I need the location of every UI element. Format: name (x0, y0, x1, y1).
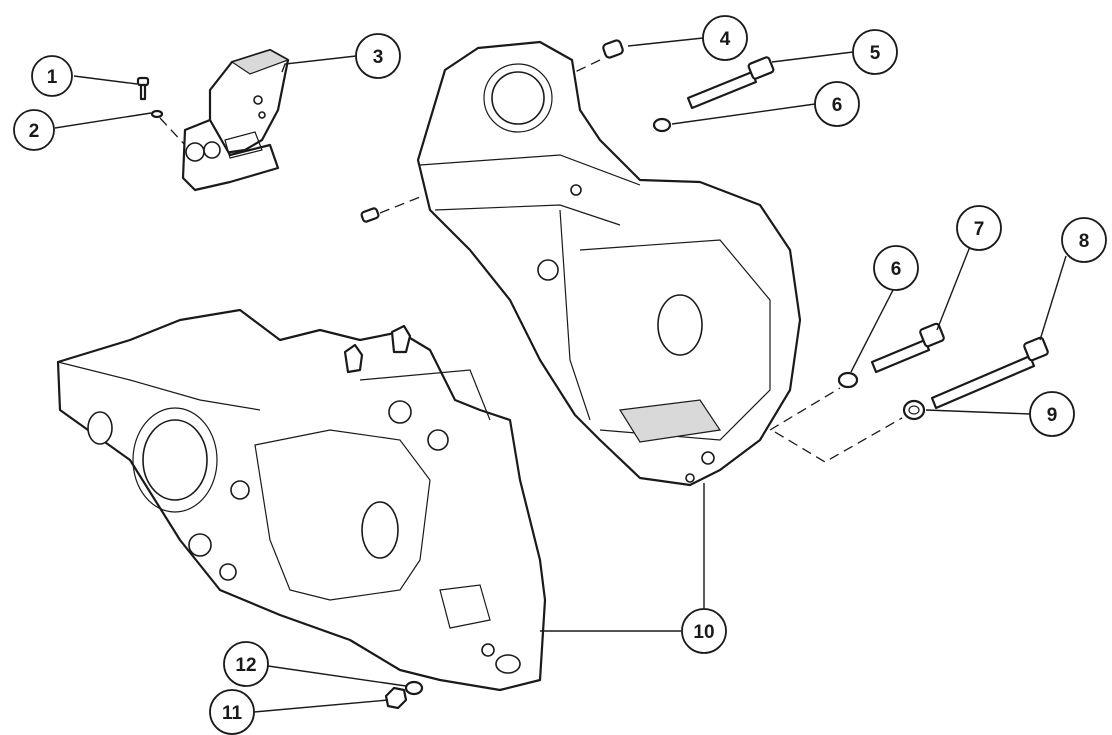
long-bolt-lower-part (930, 336, 1049, 410)
callout-label: 11 (222, 703, 243, 724)
callout-label: 5 (870, 43, 881, 64)
nut-part (384, 686, 408, 710)
callout-2: 2 (13, 109, 55, 151)
washer-small-part (404, 680, 424, 696)
screw-part (136, 76, 150, 101)
callout-7: 7 (956, 205, 1002, 251)
long-bolt-part (686, 56, 775, 110)
spacer-part (902, 399, 926, 421)
dowel-pin-part (602, 39, 624, 59)
callout-5: 5 (852, 29, 898, 75)
dowel-pin-left-part (360, 207, 380, 223)
callout-label: 12 (235, 655, 256, 676)
callout-label: 7 (974, 219, 985, 240)
callout-label: 1 (47, 67, 58, 88)
leader-lines (54, 37, 1067, 713)
washer-upper-part (652, 117, 672, 133)
callout-9: 9 (1029, 391, 1075, 437)
crankcase-part (56, 308, 547, 692)
primary-cover-part (416, 40, 802, 487)
callout-12: 12 (223, 641, 269, 687)
callout-label: 4 (720, 29, 731, 50)
callout-label: 9 (1047, 405, 1058, 426)
callout-10: 10 (681, 608, 727, 654)
callout-6-upper: 6 (814, 81, 860, 127)
callout-label: 2 (29, 121, 40, 142)
bolt-part (870, 322, 945, 374)
callout-3: 3 (355, 33, 401, 79)
callout-11: 11 (209, 689, 255, 735)
callout-1: 1 (31, 55, 73, 97)
callout-label: 6 (891, 259, 902, 280)
washer-part (150, 109, 164, 119)
washer-lower-part (837, 371, 859, 389)
callout-label: 3 (373, 47, 384, 68)
callout-label: 6 (832, 95, 843, 116)
callout-8: 8 (1061, 217, 1107, 263)
callout-label: 8 (1079, 231, 1090, 252)
callout-6-lower: 6 (873, 245, 919, 291)
callout-4: 4 (702, 15, 748, 61)
callout-label: 10 (693, 622, 714, 643)
mounting-bracket-part (181, 48, 290, 192)
